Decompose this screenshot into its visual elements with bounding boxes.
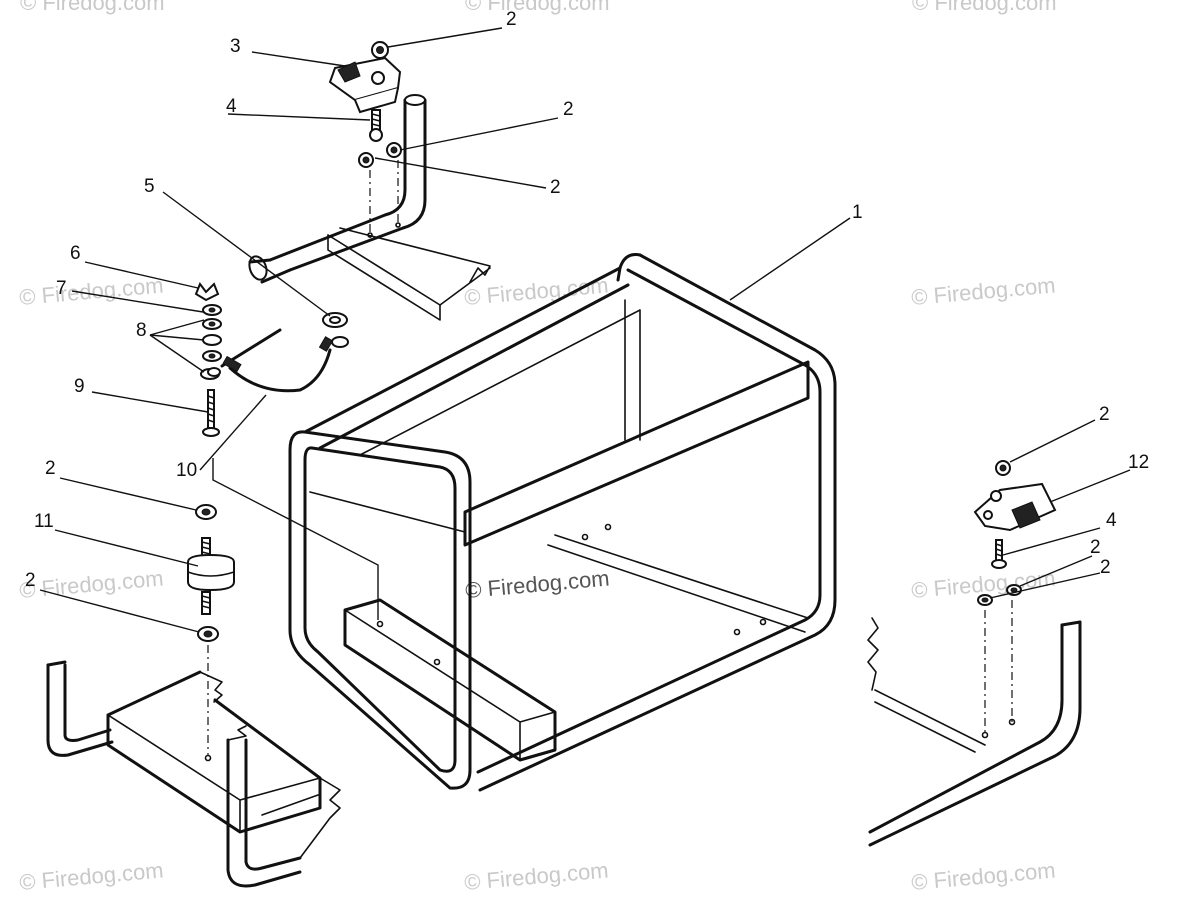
callout-2-upper-mid: 2 [550, 177, 561, 198]
watermark-5: © Firedog.com [463, 272, 609, 310]
watermark-7: © Firedog.com [18, 565, 164, 603]
callout-8: 8 [136, 320, 147, 341]
ground-cable-assembly [194, 281, 349, 437]
callout-2-left-lower: 2 [25, 570, 36, 591]
watermarks: © Firedog.com © Firedog.com © Firedog.co… [18, 0, 1056, 895]
leader-lines [39, 27, 1131, 633]
watermark-center: © Firedog.com [464, 565, 610, 603]
watermark-10: © Firedog.com [18, 857, 164, 895]
upper-handle-detail [248, 94, 491, 321]
callout-3: 3 [230, 36, 241, 57]
bracket-part-3 [328, 41, 402, 114]
callout-5: 5 [144, 176, 155, 197]
callout-4-top: 4 [226, 96, 237, 117]
watermark-2: © Firedog.com [465, 0, 610, 15]
callout-labels: 2 3 4 2 2 5 6 7 8 9 10 2 11 2 1 2 12 4 2… [25, 9, 1149, 591]
watermark-4: © Firedog.com [18, 272, 164, 310]
callout-2-right-top: 2 [1099, 404, 1110, 425]
watermark-6: © Firedog.com [910, 272, 1056, 310]
watermark-11: © Firedog.com [463, 857, 609, 895]
callout-7: 7 [56, 278, 67, 299]
lower-left-frame-detail [46, 660, 341, 888]
watermark-12: © Firedog.com [910, 857, 1056, 895]
callout-1: 1 [852, 202, 863, 223]
callout-11: 11 [34, 511, 54, 532]
callout-4-right: 4 [1106, 510, 1117, 531]
callout-12: 12 [1128, 452, 1149, 473]
callout-2-top: 2 [506, 9, 517, 30]
callout-2-left-upper: 2 [45, 458, 56, 479]
callout-2-right-low: 2 [1100, 557, 1111, 578]
callout-10: 10 [176, 460, 197, 481]
watermark-3: © Firedog.com [912, 0, 1057, 15]
callout-6: 6 [70, 243, 81, 264]
callout-2-upper-right: 2 [563, 99, 574, 120]
right-frame-detail [867, 460, 1082, 847]
watermark-1: © Firedog.com [20, 0, 165, 15]
main-frame [288, 253, 837, 792]
bolt-and-nuts-top [358, 109, 402, 238]
vibration-mount [187, 504, 235, 755]
callout-9: 9 [74, 376, 85, 397]
callout-2-right-mid: 2 [1090, 537, 1101, 558]
